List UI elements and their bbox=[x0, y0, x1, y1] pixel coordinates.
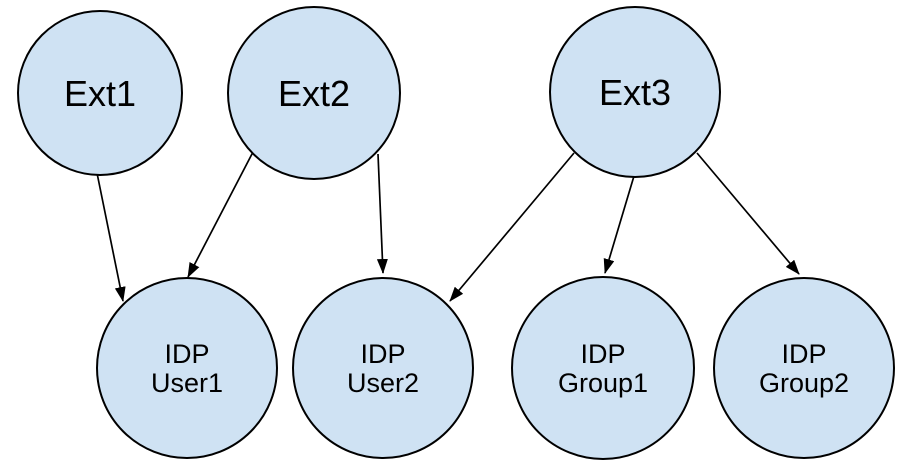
node-ext3-label: Ext3 bbox=[599, 72, 671, 113]
edge-ext3-to-idp-group2 bbox=[696, 152, 800, 275]
node-idp-user1-label-line: IDP bbox=[164, 339, 209, 369]
node-ext2-label-line: Ext2 bbox=[278, 73, 350, 114]
edge-ext2-to-idp-user1 bbox=[187, 151, 254, 278]
edge-ext3-to-idp-group1 bbox=[603, 175, 635, 274]
node-idp-group1-label-line: Group1 bbox=[558, 368, 648, 398]
node-ext2: Ext2 bbox=[227, 6, 401, 180]
node-idp-user2-label-line: IDP bbox=[360, 339, 405, 369]
node-idp-user1-label-line: User1 bbox=[151, 368, 223, 398]
node-idp-user2-circle bbox=[292, 277, 474, 459]
node-ext3-circle bbox=[549, 6, 721, 178]
node-ext3: Ext3 bbox=[549, 6, 721, 178]
node-idp-group1-label-line: IDP bbox=[580, 339, 625, 369]
node-ext2-label: Ext2 bbox=[278, 73, 350, 114]
node-ext3-label-line: Ext3 bbox=[599, 72, 671, 113]
node-ext1-circle bbox=[17, 10, 183, 176]
node-idp-user2-label-line: User2 bbox=[347, 368, 419, 398]
node-idp-group2-label-line: Group2 bbox=[759, 368, 849, 398]
node-idp-user1-circle bbox=[96, 277, 278, 459]
edge-ext3-to-idp-user2 bbox=[449, 152, 575, 302]
node-idp-group1-circle bbox=[511, 276, 695, 460]
node-ext1-label: Ext1 bbox=[64, 73, 136, 114]
node-ext1-label-line: Ext1 bbox=[64, 73, 136, 114]
node-idp-group2-circle bbox=[713, 277, 895, 459]
node-ext1: Ext1 bbox=[17, 10, 183, 176]
node-ext2-circle bbox=[227, 6, 401, 180]
edge-ext1-to-idp-user1 bbox=[96, 172, 126, 302]
node-idp-group2-label-line: IDP bbox=[781, 339, 826, 369]
edge-ext2-to-idp-user2 bbox=[376, 153, 388, 274]
